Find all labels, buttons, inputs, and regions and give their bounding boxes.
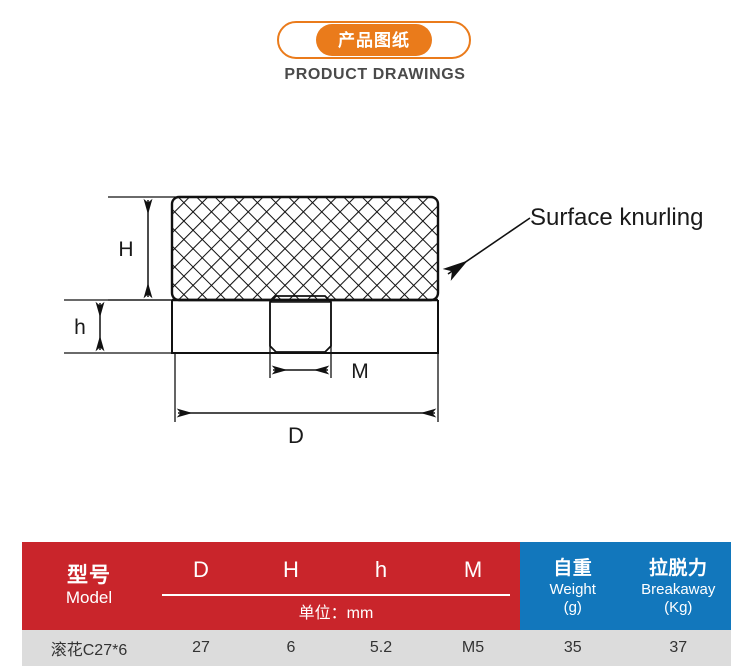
column-header-model-en: Model bbox=[65, 587, 113, 607]
badge-label-cn: 产品图纸 bbox=[338, 30, 410, 50]
column-header-breakaway-en: Breakaway bbox=[641, 580, 716, 598]
dimension-h: h bbox=[64, 299, 176, 354]
specification-table: 型号 Model D H h M 单位：mm 自重 Weight (g) 拉脱力… bbox=[22, 542, 731, 666]
column-header-weight-unit: (g) bbox=[563, 598, 582, 616]
column-header-model: 型号 Model bbox=[22, 542, 156, 630]
cell-h-upper: 6 bbox=[286, 639, 296, 656]
dimension-label-M: M bbox=[351, 360, 369, 383]
column-header-weight-en: Weight bbox=[549, 580, 596, 598]
dimension-D: D bbox=[174, 300, 439, 448]
unit-separator-rule bbox=[162, 594, 510, 596]
knurled-head bbox=[170, 195, 440, 302]
dimension-H: H bbox=[108, 196, 176, 301]
surface-knurling-annotation: Surface knurling bbox=[442, 204, 703, 281]
column-header-h-upper: H bbox=[283, 557, 299, 582]
page-subtitle: PRODUCT DRAWINGS bbox=[284, 66, 466, 83]
dimension-label-H: H bbox=[118, 238, 133, 261]
dimension-label-D: D bbox=[288, 423, 304, 448]
cell-h-lower: 5.2 bbox=[369, 639, 393, 656]
column-header-h-lower: h bbox=[374, 557, 388, 582]
table-header-row: 型号 Model D H h M 单位：mm 自重 Weight (g) 拉脱力… bbox=[22, 542, 731, 630]
drawing-svg: H h M D Surface knurling bbox=[64, 195, 703, 448]
cell-model: 滚花C27*6 bbox=[50, 642, 128, 659]
unit-note: 单位：mm bbox=[298, 605, 374, 622]
page-header: 产品图纸 PRODUCT DRAWINGS bbox=[0, 0, 750, 110]
column-header-breakaway-cn: 拉脱力 bbox=[648, 558, 708, 580]
technical-drawing: H h M D Surface knurling bbox=[0, 110, 750, 520]
column-header-breakaway-unit: (Kg) bbox=[664, 598, 693, 616]
column-header-weight: 自重 Weight (g) bbox=[520, 542, 626, 630]
threaded-hole bbox=[269, 295, 332, 353]
table-row: 滚花C27*6 27 6 5.2 M5 35 37 bbox=[22, 630, 731, 666]
table-header-properties-group: 自重 Weight (g) 拉脱力 Breakaway (Kg) bbox=[520, 542, 731, 630]
cell-weight: 35 bbox=[563, 639, 582, 656]
shank-body bbox=[171, 298, 439, 354]
column-header-breakaway: 拉脱力 Breakaway (Kg) bbox=[626, 542, 732, 630]
annotation-label-surface-knurling: Surface knurling bbox=[530, 204, 703, 231]
column-header-d: D bbox=[193, 557, 209, 582]
dimension-label-h: h bbox=[74, 316, 86, 339]
cell-m: M5 bbox=[461, 639, 485, 656]
column-header-m: M bbox=[463, 557, 483, 582]
column-header-weight-cn: 自重 bbox=[553, 558, 593, 580]
cell-breakaway: 37 bbox=[669, 639, 688, 656]
cell-d: 27 bbox=[192, 639, 210, 656]
column-header-model-cn: 型号 bbox=[67, 563, 111, 587]
product-drawings-badge: 产品图纸 bbox=[316, 24, 432, 56]
dimension-M: M bbox=[269, 302, 369, 383]
table-header-dimensions-group: 型号 Model D H h M 单位：mm bbox=[22, 542, 520, 630]
